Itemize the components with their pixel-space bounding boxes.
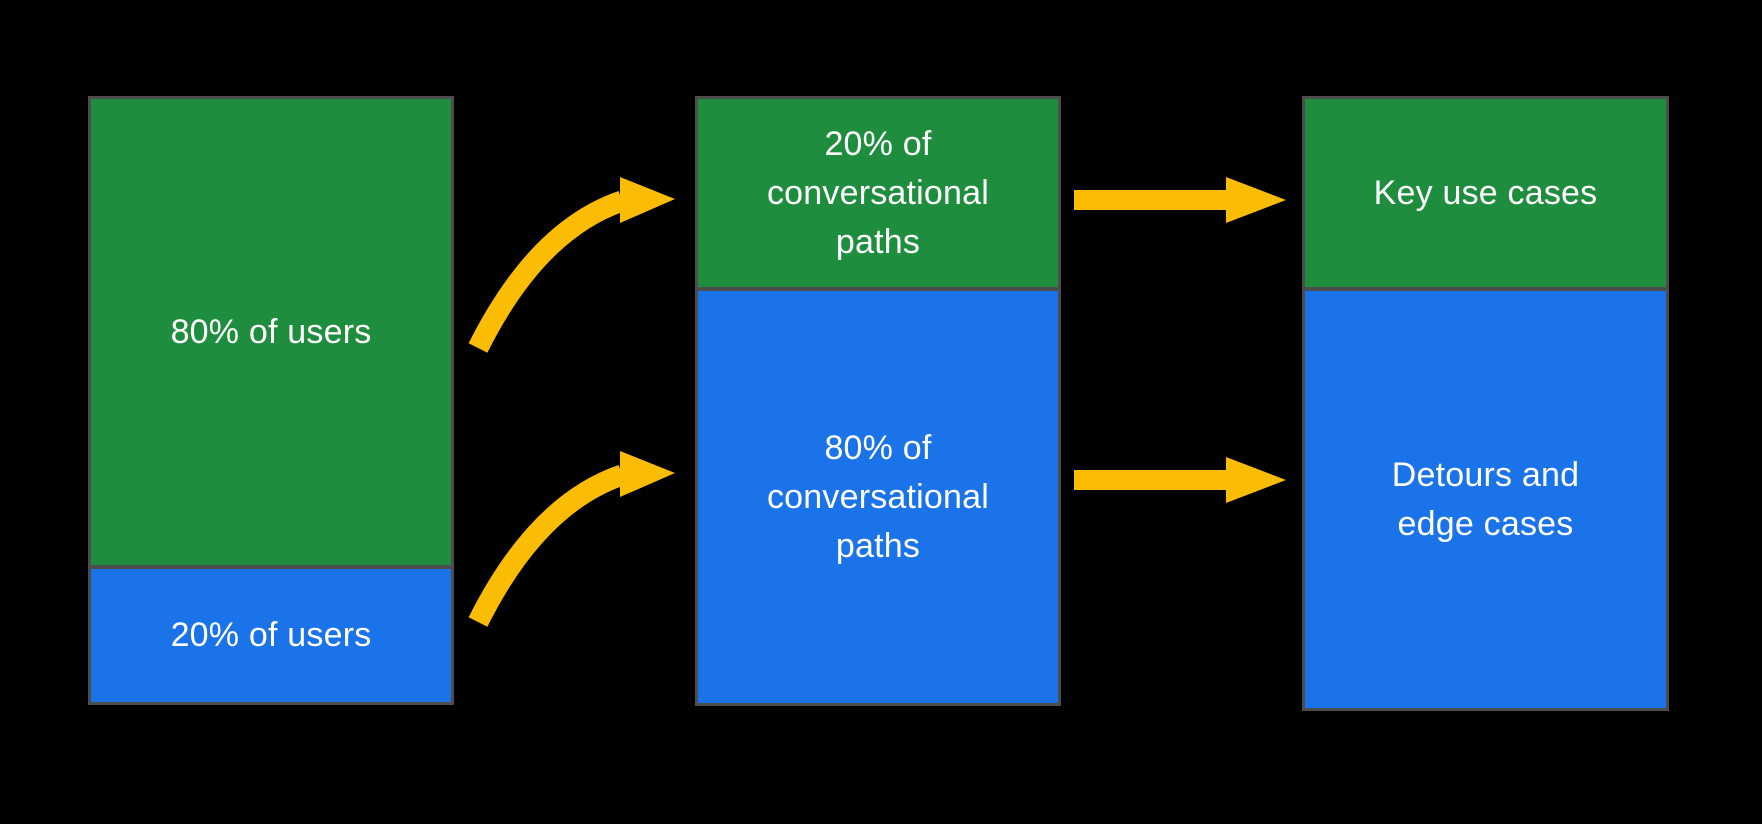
- segment-detours-edge-cases-label: Detours and edge cases: [1391, 455, 1580, 543]
- segment-paths-80-label: 80% of conversational paths: [766, 428, 990, 565]
- bar-outcomes: Key use cases Detours and edge cases: [1302, 96, 1669, 711]
- bar-conversational-paths: 20% of conversational paths 80% of conve…: [695, 96, 1061, 706]
- straight-arrow-icon: [1074, 177, 1286, 223]
- segment-paths-80: 80% of conversational paths: [698, 291, 1058, 703]
- segment-key-use-cases-label: Key use cases: [1373, 173, 1598, 212]
- segment-users-80-label: 80% of users: [170, 312, 372, 351]
- segment-paths-20-label: 20% of conversational paths: [766, 124, 990, 261]
- curved-arrow-icon: [468, 177, 675, 353]
- segment-detours-edge-cases: Detours and edge cases: [1305, 291, 1666, 708]
- segment-key-use-cases: Key use cases: [1305, 99, 1666, 287]
- bar-users: 80% of users 20% of users: [88, 96, 454, 705]
- segment-users-20: 20% of users: [91, 569, 451, 702]
- segment-users-80: 80% of users: [91, 99, 451, 565]
- segment-users-20-label: 20% of users: [170, 616, 372, 654]
- straight-arrow-icon: [1074, 457, 1286, 503]
- curved-arrow-icon: [468, 451, 675, 627]
- segment-paths-20: 20% of conversational paths: [698, 99, 1058, 287]
